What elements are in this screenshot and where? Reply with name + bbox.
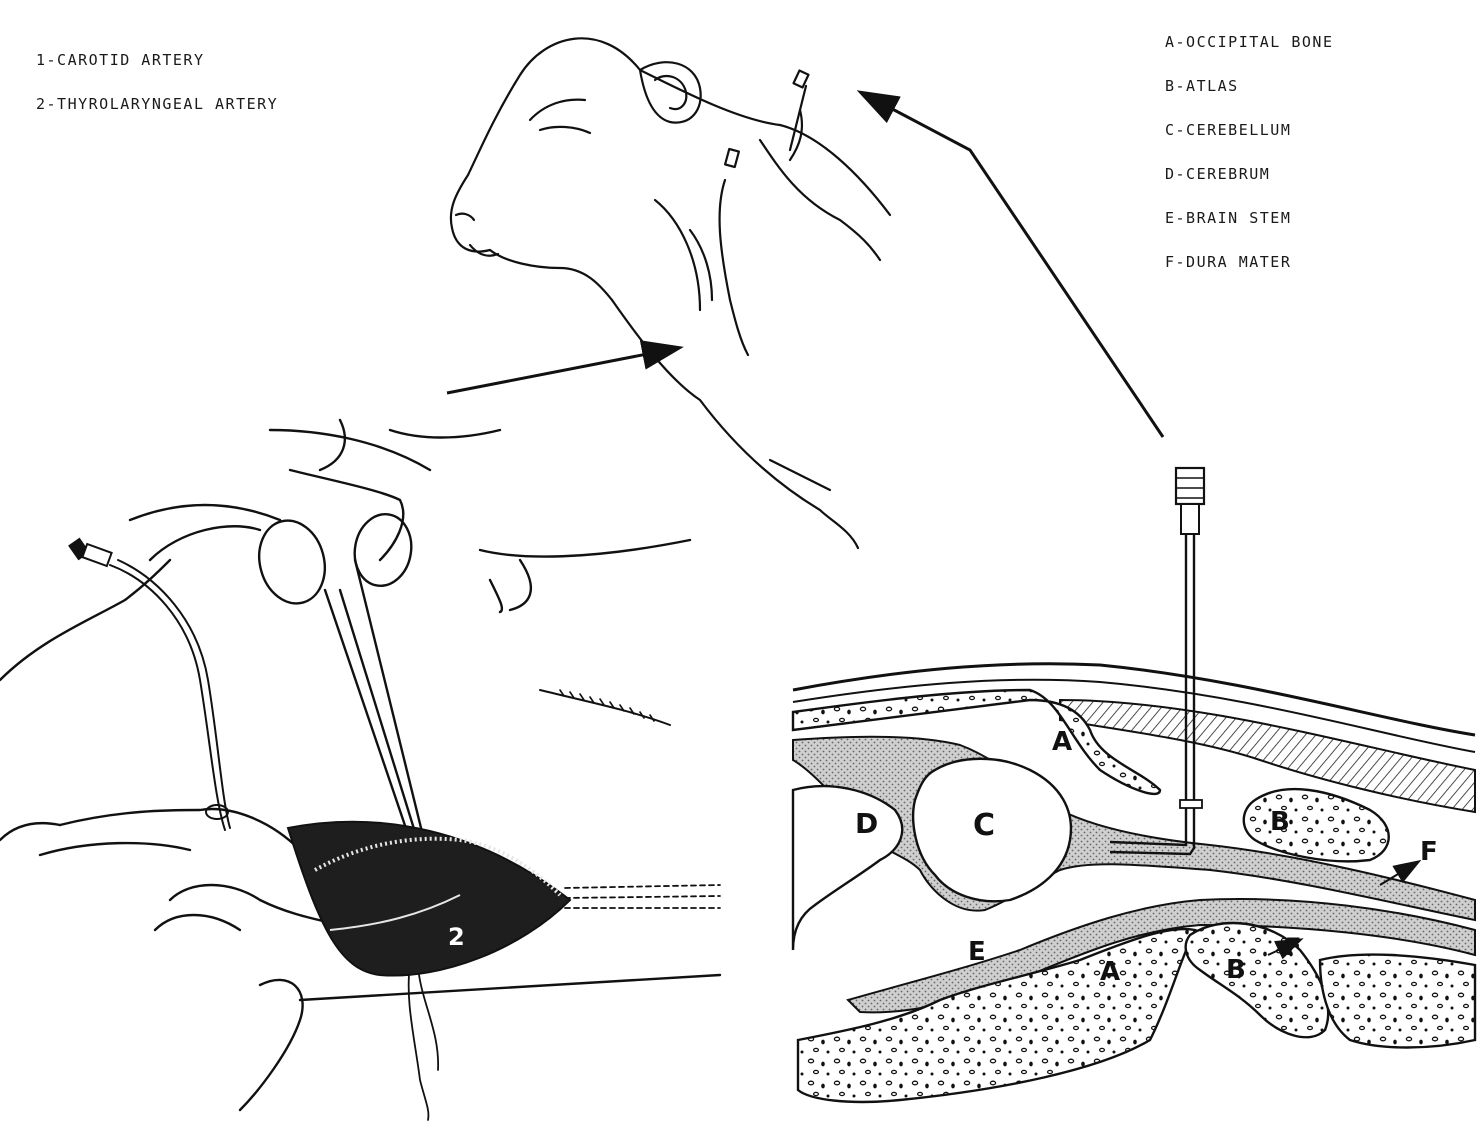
catheter-connector [68,538,112,566]
arrow-to-poll [862,93,1163,437]
label-f-lower: F [1285,933,1301,961]
cross-section-drawing [793,468,1475,1102]
label-a-upper: A [1052,727,1072,757]
sheep-head-drawing [451,38,890,548]
label-d: D [855,807,878,840]
label-b-lower: B [1226,955,1246,985]
label-e: E [968,937,986,967]
wound-label-2: 2 [448,923,465,951]
arrow-to-neck [447,348,678,393]
label-f-upper: F [1420,837,1438,867]
incision-wound [288,822,570,976]
label-a-lower: A [1100,957,1120,987]
surgery-drawing [0,420,720,1120]
occipital-lower-shape [798,929,1195,1102]
atlas-upper-shape [1244,789,1389,861]
atlas-lower-shape [1186,923,1328,1037]
label-c: C [973,808,995,843]
cerebrum-shape [793,786,902,950]
label-b-upper: B [1270,807,1290,837]
